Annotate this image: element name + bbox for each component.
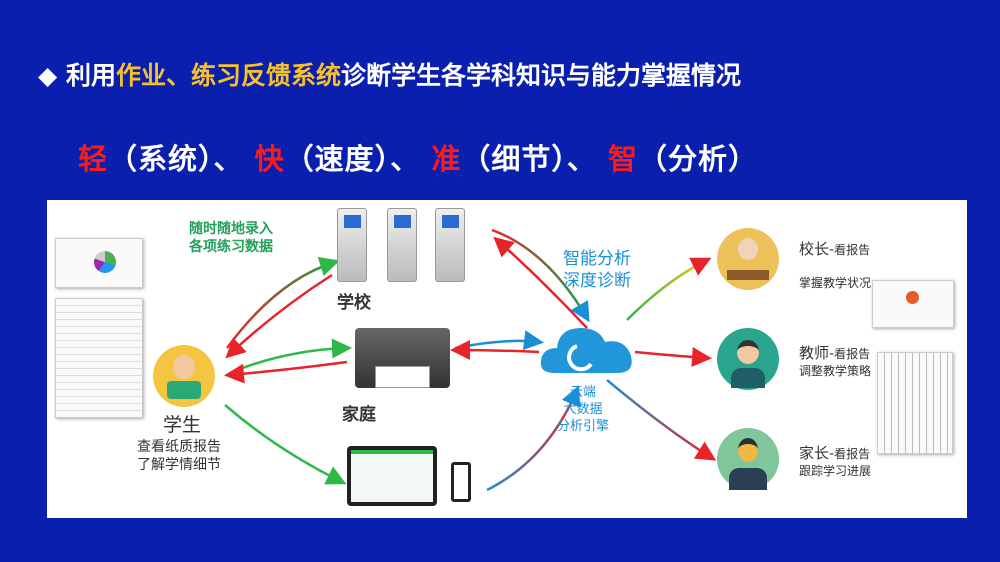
principles: 轻（系统）、 快（速度）、 准（细节）、 智（分析） — [78, 142, 758, 176]
paper-report-thumbnail — [55, 298, 143, 418]
arrow — [225, 256, 340, 349]
arrow — [606, 379, 717, 461]
phone-icon — [451, 462, 471, 502]
teacher-avatar — [717, 328, 779, 390]
principal-text: 校长-看报告 — [799, 240, 871, 258]
arrow — [626, 257, 712, 321]
cloud-label: 云端 大数据 分析引擎 — [557, 385, 610, 434]
school-label: 学校 — [337, 293, 371, 313]
printer-icon — [355, 328, 450, 388]
kiosk-icon — [387, 208, 417, 282]
arrow — [225, 273, 333, 359]
kiosk-icon — [337, 208, 367, 282]
summary-report-thumbnail — [872, 280, 954, 328]
input-note: 随时随地录入 各项练习数据 — [189, 221, 273, 255]
cloud-icon — [540, 328, 632, 373]
headline: ◆ 利用作业、练习反馈系统诊断学生各学科知识与能力掌握情况 — [38, 61, 741, 90]
parent-avatar — [717, 428, 779, 490]
parent-text: 家长-看报告 — [799, 444, 871, 462]
home-label: 家庭 — [342, 405, 376, 425]
arrow — [450, 340, 540, 361]
highlight-text: 作业、练习反馈系统 — [115, 61, 341, 90]
arrow — [493, 236, 588, 329]
arrow — [224, 360, 348, 384]
arrow — [634, 347, 712, 367]
flow-arrows — [224, 228, 717, 492]
bullet-icon: ◆ — [38, 61, 58, 90]
kiosk-icon — [435, 208, 465, 282]
pie-report-thumbnail — [55, 238, 143, 288]
arrow — [454, 330, 544, 351]
student-avatar — [153, 345, 215, 407]
tablet-icon — [347, 446, 437, 506]
analysis-label: 智能分析 深度诊断 — [563, 249, 631, 291]
student-title: 学生 — [163, 414, 202, 436]
score-table-thumbnail — [877, 352, 953, 454]
principal-avatar — [717, 228, 779, 290]
teacher-text: 教师-看报告 — [799, 344, 871, 362]
arrow — [486, 385, 581, 492]
arrow — [224, 404, 347, 485]
arrow — [491, 228, 590, 323]
diagram-panel: 学生 查看纸质报告 了解学情细节 随时随地录入 各项练习数据 学校 家庭 智能分… — [47, 200, 967, 518]
